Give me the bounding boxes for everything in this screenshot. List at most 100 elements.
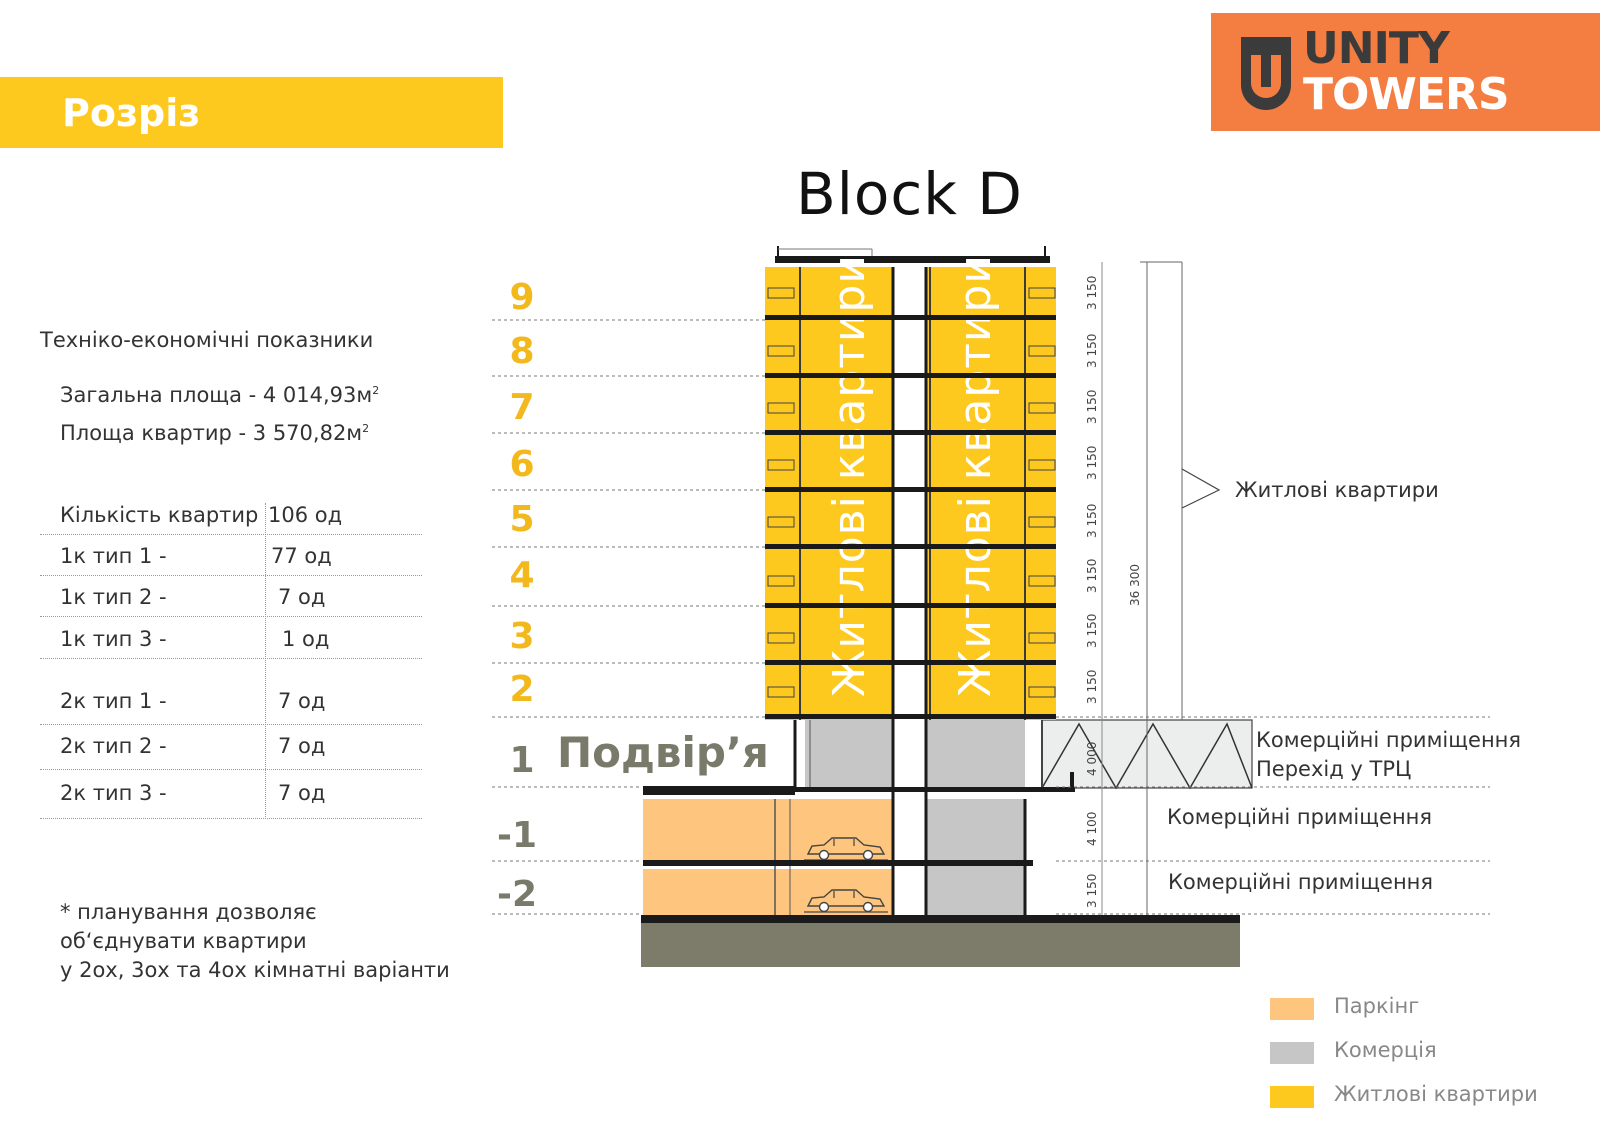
row-label: 2к тип 1 - [60, 689, 167, 713]
residential-zone [765, 267, 1056, 720]
total-area-sup: 2 [372, 384, 380, 397]
apartment-area-sup: 2 [362, 422, 370, 435]
dimension-label: 3 150 [1085, 276, 1099, 310]
dimension-label: 3 150 [1085, 390, 1099, 424]
table-row: 2к тип 2 - 7 од [40, 727, 422, 770]
floor-number-label: 5 [509, 499, 534, 540]
table-row: Кількість квартир 106 од [40, 496, 422, 535]
floor-slab [765, 373, 1056, 378]
balcony-rail [1028, 345, 1056, 357]
apartment-area-text: Площа квартир - 3 570,82м [60, 421, 363, 445]
parking-zone-minus1 [643, 799, 893, 862]
roof-slab [775, 256, 1050, 263]
commercial-zone-floor1 [926, 720, 1025, 788]
row-value: 77 од [271, 544, 332, 568]
dimension-label: 3 150 [1085, 334, 1099, 368]
floor-slab [643, 860, 1033, 866]
footnote-line: у 2ох, 3ох та 4ох кімнатні варіанти [60, 958, 450, 982]
balcony-rail [1028, 459, 1056, 471]
zone-label-transition: Перехід у ТРЦ [1256, 757, 1411, 781]
section-banner: Розріз [0, 77, 503, 148]
floor-slab [765, 603, 1056, 608]
table-row: 1к тип 2 - 7 од [40, 578, 422, 617]
balcony-rail [1028, 686, 1056, 698]
row-value: 7 од [278, 689, 326, 713]
vertical-label-left: Житлові квартири [824, 254, 875, 697]
foundation-beam [641, 915, 1240, 923]
row-value: 1 од [282, 627, 330, 651]
legend-swatch [1270, 998, 1314, 1020]
logo-line-towers: TOWERS [1303, 69, 1510, 120]
balcony-rail [767, 287, 795, 299]
dimension-label: 3 150 [1085, 670, 1099, 704]
dimension-labels: 3 150 3 150 3 150 3 150 3 150 3 150 3 150 3 150… [1085, 262, 1103, 915]
legend-label: Житлові квартири [1334, 1082, 1538, 1106]
table-row: 1к тип 1 - 77 од [40, 537, 422, 576]
commercial-zone-floor1 [805, 720, 893, 788]
floor-number-label: 1 [509, 740, 534, 781]
balcony-rail [1028, 516, 1056, 528]
dimension-label: 4 100 [1085, 812, 1099, 846]
banner-title: Розріз [62, 91, 201, 135]
balcony-rail [767, 686, 795, 698]
unity-towers-logo: UNITY TOWERS [1211, 13, 1600, 131]
floor-slab [765, 487, 1056, 492]
total-area-text: Загальна площа - 4 014,93м [60, 383, 373, 407]
vertical-label-right: Житлові квартири [950, 254, 1001, 697]
balcony-rail [767, 632, 795, 644]
balcony-rail [767, 575, 795, 587]
floor-slab [643, 786, 795, 795]
total-area: Загальна площа - 4 014,93м2 [60, 383, 379, 407]
legend-swatch [1270, 1042, 1314, 1064]
stats-title: Техніко-економічні показники [40, 328, 374, 352]
parking-zone-minus2 [643, 869, 893, 915]
balcony-rail [1028, 632, 1056, 644]
dimension-label: 3 150 [1085, 446, 1099, 480]
dimension-label: 3 150 [1085, 559, 1099, 593]
logo-mark-icon [1241, 37, 1291, 110]
floor-slab [795, 787, 1075, 792]
floor-slab [765, 544, 1056, 549]
floor-slab [765, 714, 1056, 719]
floor-slab [765, 430, 1056, 435]
row-label: 1к тип 2 - [60, 585, 167, 609]
balcony-rail [767, 516, 795, 528]
dimension-label: 4 000 [1085, 742, 1099, 776]
dimension-label: 3 150 [1085, 874, 1099, 908]
floor-number-label: 6 [509, 444, 534, 485]
logo-line-unity: UNITY [1303, 23, 1450, 74]
block-title: Block D [796, 160, 1023, 228]
row-value: 106 од [268, 503, 343, 527]
balcony-rail [767, 459, 795, 471]
floor-leaders [492, 319, 1490, 915]
commercial-zone-minus [926, 799, 1025, 915]
footnote-line: об‘єднувати квартири [60, 929, 307, 953]
row-label: 2к тип 3 - [60, 781, 167, 805]
floor-number-label: 7 [509, 387, 534, 428]
floor-number-label: 3 [509, 616, 534, 657]
legend-swatch [1270, 1086, 1314, 1108]
legend-label: Комерція [1334, 1038, 1437, 1062]
table-row: 2к тип 3 - 7 од [40, 774, 422, 819]
row-value: 7 од [278, 781, 326, 805]
dimension-label: 3 150 [1085, 614, 1099, 648]
footnote: * планування дозволяє об‘єднувати кварти… [60, 898, 450, 985]
apartment-area: Площа квартир - 3 570,82м2 [60, 421, 369, 445]
dimension-label: 3 150 [1085, 504, 1099, 538]
row-label: Кількість квартир [60, 503, 259, 527]
table-row: 1к тип 3 - 1 од [40, 620, 422, 659]
floor-slab [765, 315, 1056, 320]
zone-label-commercial-1: Комерційні приміщення [1256, 728, 1521, 752]
balcony-rail [767, 402, 795, 414]
floor-slab [765, 660, 1056, 665]
floor-number-label: 2 [509, 669, 534, 710]
footnote-line: * планування дозволяє [60, 900, 317, 924]
zone-label-residential: Житлові квартири [1235, 478, 1439, 502]
table-row: 2к тип 1 - 7 од [40, 682, 422, 725]
balcony-rail [1028, 287, 1056, 299]
row-label: 1к тип 3 - [60, 627, 167, 651]
balcony-rail [1028, 402, 1056, 414]
floor-number-label: 8 [509, 331, 534, 372]
balcony-rail [1028, 575, 1056, 587]
